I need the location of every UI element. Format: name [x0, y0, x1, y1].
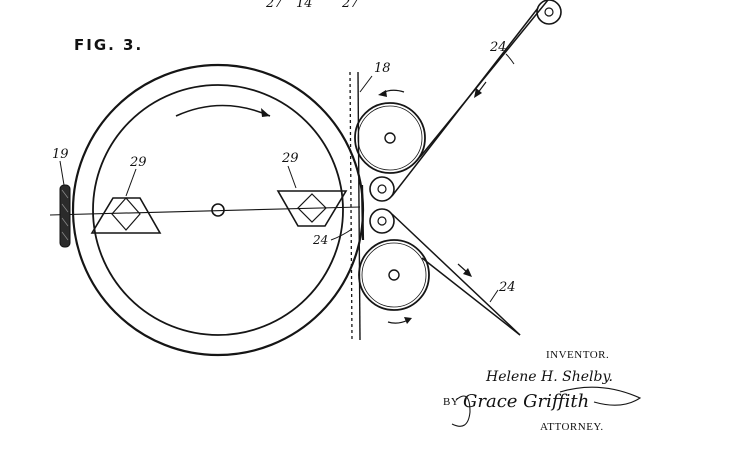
leader-19	[59, 160, 65, 186]
right-prism	[276, 190, 348, 227]
leader-18	[359, 75, 373, 93]
label-24-upper: 24	[489, 40, 507, 55]
label-19: 19	[52, 147, 69, 162]
drum-inner-rim	[92, 84, 344, 336]
attorney-signature: Grace Griffith	[463, 391, 589, 412]
leader-24-lower	[489, 289, 499, 303]
upper-pinch-roller	[369, 176, 395, 202]
label-24-lower: 24	[498, 280, 516, 295]
drum-hub	[211, 203, 225, 217]
label-29-right: 29	[281, 151, 299, 166]
label-24-at-drum: 24	[312, 233, 328, 247]
drum-outer-rim	[71, 63, 365, 357]
top-number-1: 27	[265, 0, 283, 11]
edge-plate-19	[59, 184, 71, 248]
label-18: 18	[374, 61, 391, 76]
lower-large-roller	[358, 239, 430, 311]
attorney-heading: ATTORNEY.	[540, 421, 604, 433]
web-arrow-lower	[457, 263, 472, 277]
film-guide-plate	[349, 71, 365, 341]
inventor-heading: INVENTOR.	[546, 349, 609, 361]
leader-29-right	[287, 165, 297, 189]
upper-roller-arrow	[378, 89, 405, 97]
label-29-left: 29	[129, 155, 147, 170]
signature-flourish-right	[559, 386, 642, 406]
figure-title: FIG. 3.	[74, 36, 143, 54]
leader-24-at-drum	[330, 228, 353, 241]
signature-flourish-left	[451, 395, 471, 427]
inventor-name: Helene H. Shelby.	[485, 369, 613, 385]
supply-spool	[536, 0, 562, 25]
top-number-3: 27	[341, 0, 359, 11]
film-web	[391, 0, 549, 336]
rotation-arrow	[175, 104, 271, 117]
leader-29-left	[125, 168, 137, 197]
drum	[71, 63, 365, 357]
top-number-2: 14	[296, 0, 313, 11]
web-arrow-upper	[474, 81, 487, 98]
lower-pinch-roller	[369, 208, 395, 234]
optical-axis-line	[49, 206, 361, 216]
left-prism	[90, 197, 162, 234]
leader-24-upper	[505, 53, 515, 65]
by-label: BY	[443, 396, 459, 408]
upper-large-roller	[354, 102, 426, 174]
lower-roller-arrow	[387, 317, 412, 324]
